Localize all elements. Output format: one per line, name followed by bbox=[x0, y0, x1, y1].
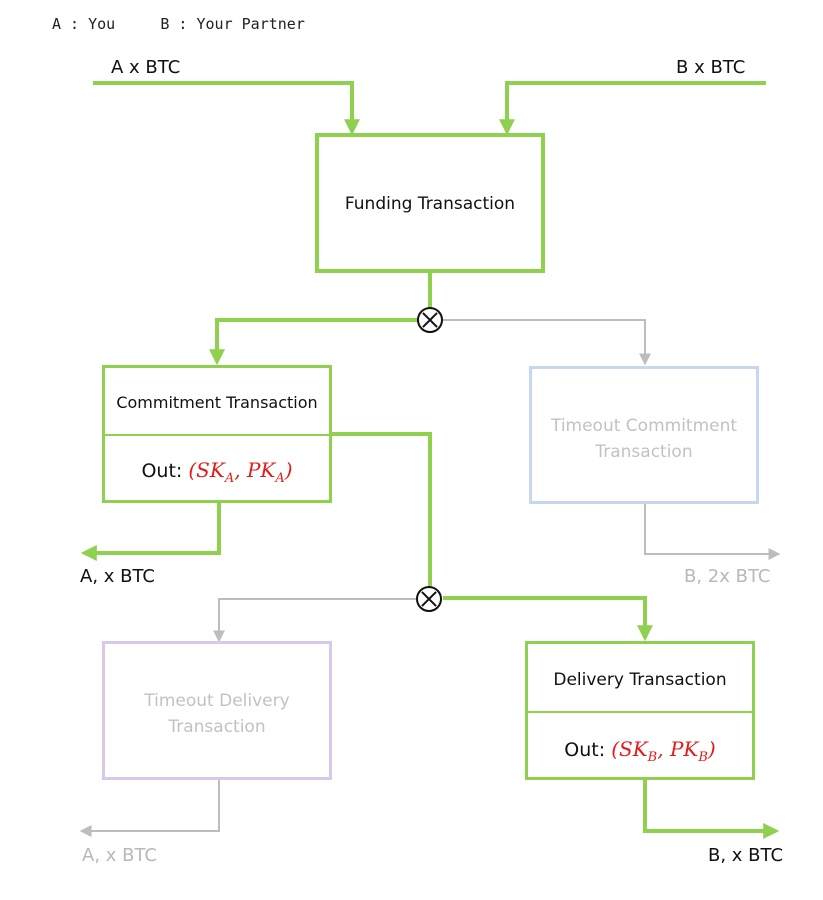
timeout-delivery-title: Timeout Delivery Transaction bbox=[105, 688, 329, 740]
delivery-key2: PK bbox=[669, 737, 699, 761]
delivery-output: Out: (SKB, PKB) bbox=[528, 737, 752, 765]
commitment-title: Commitment Transaction bbox=[116, 393, 318, 412]
legend-a: A : You bbox=[52, 15, 116, 33]
timeout-delivery-to-a-wire bbox=[79, 780, 220, 837]
legend-b: B : Your Partner bbox=[160, 15, 305, 33]
commitment-output: Out: (SKA, PKA) bbox=[105, 458, 329, 486]
delivery-divider bbox=[528, 711, 752, 713]
timeout-commitment-title-line1: Timeout Commitment bbox=[550, 416, 738, 436]
input-b-label: B x BTC bbox=[676, 57, 746, 78]
node1-to-commitment-wire bbox=[209, 318, 418, 366]
delivery-key1: SK bbox=[619, 737, 648, 761]
commitment-out-label: Out: bbox=[141, 460, 183, 482]
timeout-commitment-to-b-wire bbox=[644, 503, 781, 560]
node2-to-delivery-wire bbox=[443, 596, 653, 642]
funding-transaction-box: Funding Transaction bbox=[315, 133, 545, 273]
delivery-title: Delivery Transaction bbox=[553, 670, 727, 690]
delivery-key1-sub: B bbox=[647, 750, 658, 765]
timeout-commitment-title: Timeout Commitment Transaction bbox=[532, 413, 756, 465]
timeout-delivery-output-a-label: A, x BTC bbox=[82, 845, 157, 866]
commitment-transaction-box: Commitment Transaction Out: (SKA, PKA) bbox=[102, 365, 332, 503]
input-a-label: A x BTC bbox=[111, 57, 181, 78]
commitment-output-a-label: A, x BTC bbox=[80, 566, 155, 587]
delivery-output-b-label: B, x BTC bbox=[708, 845, 784, 866]
delivery-transaction-box: Delivery Transaction Out: (SKB, PKB) bbox=[525, 641, 755, 780]
legend: A : You B : Your Partner bbox=[52, 15, 305, 33]
timeout-commitment-output-b-label: B, 2x BTC bbox=[684, 566, 771, 587]
timeout-delivery-transaction-box: Timeout Delivery Transaction bbox=[102, 641, 332, 780]
commitment-key2-sub: A bbox=[275, 471, 285, 486]
funding-title: Funding Transaction bbox=[344, 194, 516, 214]
commitment-to-a-wire bbox=[80, 502, 221, 561]
node1-to-timeout-commitment-wire bbox=[443, 319, 651, 366]
timeout-delivery-title-line1: Timeout Delivery bbox=[144, 691, 290, 711]
delivery-out-label: Out: bbox=[564, 739, 606, 761]
input-a-wire bbox=[93, 81, 360, 136]
split-node-1 bbox=[417, 307, 443, 333]
timeout-delivery-title-line2: Transaction bbox=[168, 717, 266, 737]
commitment-keys: (SKA, PKA) bbox=[188, 458, 293, 486]
commitment-key1-sub: A bbox=[224, 471, 235, 486]
commitment-key2: PK bbox=[246, 458, 276, 482]
timeout-commitment-transaction-box: Timeout Commitment Transaction bbox=[529, 366, 759, 504]
delivery-keys: (SKB, PKB) bbox=[611, 737, 716, 765]
commitment-key1: SK bbox=[196, 458, 225, 482]
delivery-to-b-wire bbox=[643, 779, 780, 839]
input-b-wire bbox=[499, 81, 766, 136]
timeout-commitment-title-line2: Transaction bbox=[595, 442, 693, 462]
delivery-key2-sub: B bbox=[698, 750, 708, 765]
commitment-to-node2-wire bbox=[331, 432, 432, 586]
node2-to-timeout-delivery-wire bbox=[213, 598, 417, 643]
commitment-divider bbox=[105, 434, 329, 436]
split-node-2 bbox=[416, 586, 442, 612]
